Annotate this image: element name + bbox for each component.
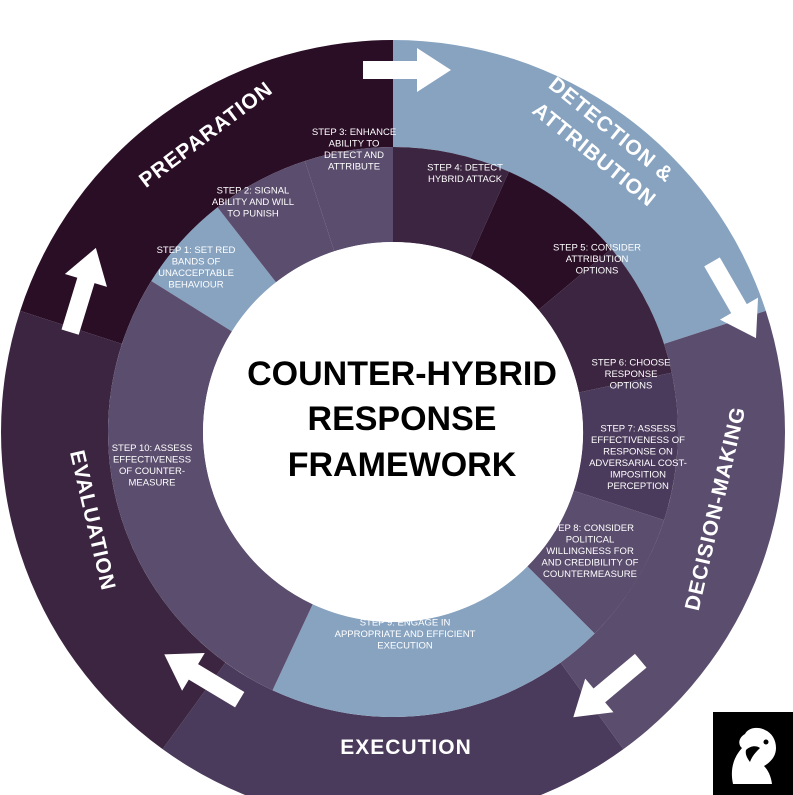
step-segment-5 — [470, 171, 612, 310]
step-segment-4 — [393, 147, 509, 259]
step-9-line-1: STEP 9: ENGAGE IN — [360, 618, 451, 629]
step-5-line-1: STEP 5: CONSIDER — [553, 243, 641, 254]
title-line-3: FRAMEWORK — [288, 446, 517, 484]
step-5-line-3: OPTIONS — [576, 266, 619, 277]
step-7-line-6: PERCEPTION — [607, 481, 669, 492]
step-segment-8 — [527, 490, 665, 634]
step-6-line-1: STEP 6: CHOOSE — [591, 358, 670, 369]
title-line-2: RESPONSE — [308, 400, 497, 438]
step-6-line-2: RESPONSE — [605, 369, 658, 380]
phase-segment-preparation — [20, 39, 393, 344]
step-8-line-3: WILLINGNESS FOR — [546, 546, 634, 557]
arrow-preparation-to-detection — [363, 48, 451, 92]
step-8-line-4: AND CREDIBILITY OF — [542, 558, 639, 569]
center-circle — [203, 242, 583, 622]
knight-chess-logo-icon — [713, 712, 793, 795]
step-segment-1 — [151, 207, 277, 332]
arrow-detection-to-decision — [704, 257, 759, 339]
step-3-line-3: DETECT AND — [324, 150, 384, 161]
step-2-line-3: TO PUNISH — [227, 209, 279, 220]
step-3-line-4: ATTRIBUTE — [328, 161, 380, 172]
inner-ring — [107, 147, 678, 718]
step-7-line-5: IMPOSITION — [610, 469, 666, 480]
step-1-line-3: UNACCEPTABLE — [158, 268, 234, 279]
step-segment-2 — [217, 160, 335, 283]
step-10-line-2: EFFECTIVENESS — [113, 454, 191, 465]
step-8-line-2: POLITICAL — [566, 535, 615, 546]
arrow-decision-to-execution — [573, 653, 647, 718]
step-9-line-3: EXECUTION — [377, 641, 433, 652]
step-segment-7 — [573, 372, 678, 521]
arrow-execution-to-evaluation — [164, 652, 245, 708]
step-8-line-5: COUNTERMEASURE — [543, 569, 637, 580]
arrow-evaluation-to-preparation — [61, 247, 107, 335]
step-segment-3 — [304, 147, 393, 252]
step-2-line-1: STEP 2: SIGNAL — [217, 186, 290, 197]
step-10-line-3: OF COUNTER- — [119, 466, 185, 477]
phase-segment-decision-making — [560, 310, 785, 750]
phase-label-execution: EXECUTION — [340, 736, 472, 759]
step-3-line-2: ABILITY TO — [329, 138, 380, 149]
step-3-line-1: STEP 3: ENHANCE — [312, 127, 396, 138]
step-10-line-1: STEP 10: ASSESS — [112, 443, 193, 454]
outer-ring — [1, 39, 785, 795]
cycle-arrows — [61, 48, 759, 718]
step-10-line-4: MEASURE — [129, 477, 176, 488]
step-segment-10 — [107, 280, 313, 691]
step-7-line-4: ADVERSARIAL COST- — [589, 458, 687, 469]
step-7-line-2: EFFECTIVENESS OF — [591, 435, 685, 446]
step-2-line-2: ABILITY AND WILL — [212, 197, 294, 208]
step-7-line-3: RESPONSE ON — [603, 446, 673, 457]
step-6-line-3: OPTIONS — [610, 381, 653, 392]
step-4-line-1: STEP 4: DETECT — [427, 162, 503, 173]
step-7-line-1: STEP 7: ASSESS — [600, 423, 675, 434]
step-1-line-1: STEP 1: SET RED — [157, 245, 236, 256]
phase-segment-execution — [162, 662, 624, 795]
center-title: COUNTER-HYBRID RESPONSE FRAMEWORK — [247, 355, 557, 484]
step-4-line-2: HYBRID ATTACK — [428, 174, 503, 185]
step-1-line-2: BANDS OF — [172, 256, 221, 267]
step-8-line-1: STEP 8: CONSIDER — [546, 523, 634, 534]
step-segment-9 — [272, 566, 595, 718]
phase-segment-detection-attribution — [393, 40, 766, 344]
step-9-line-2: APPROPRIATE AND EFFICIENT — [335, 629, 476, 640]
title-line-1: COUNTER-HYBRID — [247, 355, 557, 393]
step-5-line-2: ATTRIBUTION — [566, 254, 629, 265]
phase-segment-evaluation — [1, 310, 226, 750]
step-segment-6 — [538, 248, 672, 393]
step-1-line-4: BEHAVIOUR — [168, 279, 223, 290]
